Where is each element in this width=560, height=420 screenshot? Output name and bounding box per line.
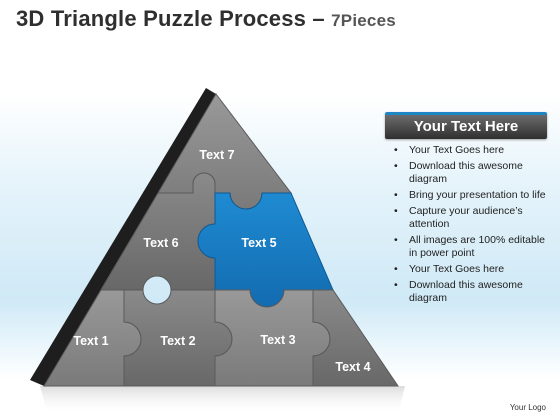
piece-7-label: Text 7 bbox=[199, 148, 234, 162]
bullet-item: Your Text Goes here bbox=[385, 144, 547, 157]
piece-3-label: Text 3 bbox=[260, 333, 295, 347]
text-panel: Your Text Here Your Text Goes here Downl… bbox=[385, 112, 547, 308]
piece-1-label: Text 1 bbox=[73, 334, 108, 348]
piece-6-label: Text 6 bbox=[143, 236, 178, 250]
bullet-item: Bring your presentation to life bbox=[385, 189, 547, 202]
bullet-item: Download this awesome diagram bbox=[385, 160, 547, 186]
bullet-list: Your Text Goes here Download this awesom… bbox=[385, 144, 547, 305]
title-sub: 7Pieces bbox=[331, 11, 396, 30]
title-main: 3D Triangle Puzzle Process – bbox=[16, 6, 332, 31]
base-reflection bbox=[40, 386, 405, 415]
page-title: 3D Triangle Puzzle Process – 7Pieces bbox=[16, 6, 396, 32]
triangle-left-edge bbox=[30, 88, 216, 386]
bullet-item: Capture your audience’s attention bbox=[385, 205, 547, 231]
piece-2-label: Text 2 bbox=[160, 334, 195, 348]
bullet-item: Download this awesome diagram bbox=[385, 279, 547, 305]
bullet-item: All images are 100% editable in power po… bbox=[385, 234, 547, 260]
piece-5-label: Text 5 bbox=[241, 236, 276, 250]
puzzle-piece-4 bbox=[312, 289, 399, 387]
piece-4-label: Text 4 bbox=[335, 360, 370, 374]
bullet-item: Your Text Goes here bbox=[385, 263, 547, 276]
panel-header: Your Text Here bbox=[385, 112, 547, 139]
footer-logo-text: Your Logo bbox=[509, 403, 546, 412]
